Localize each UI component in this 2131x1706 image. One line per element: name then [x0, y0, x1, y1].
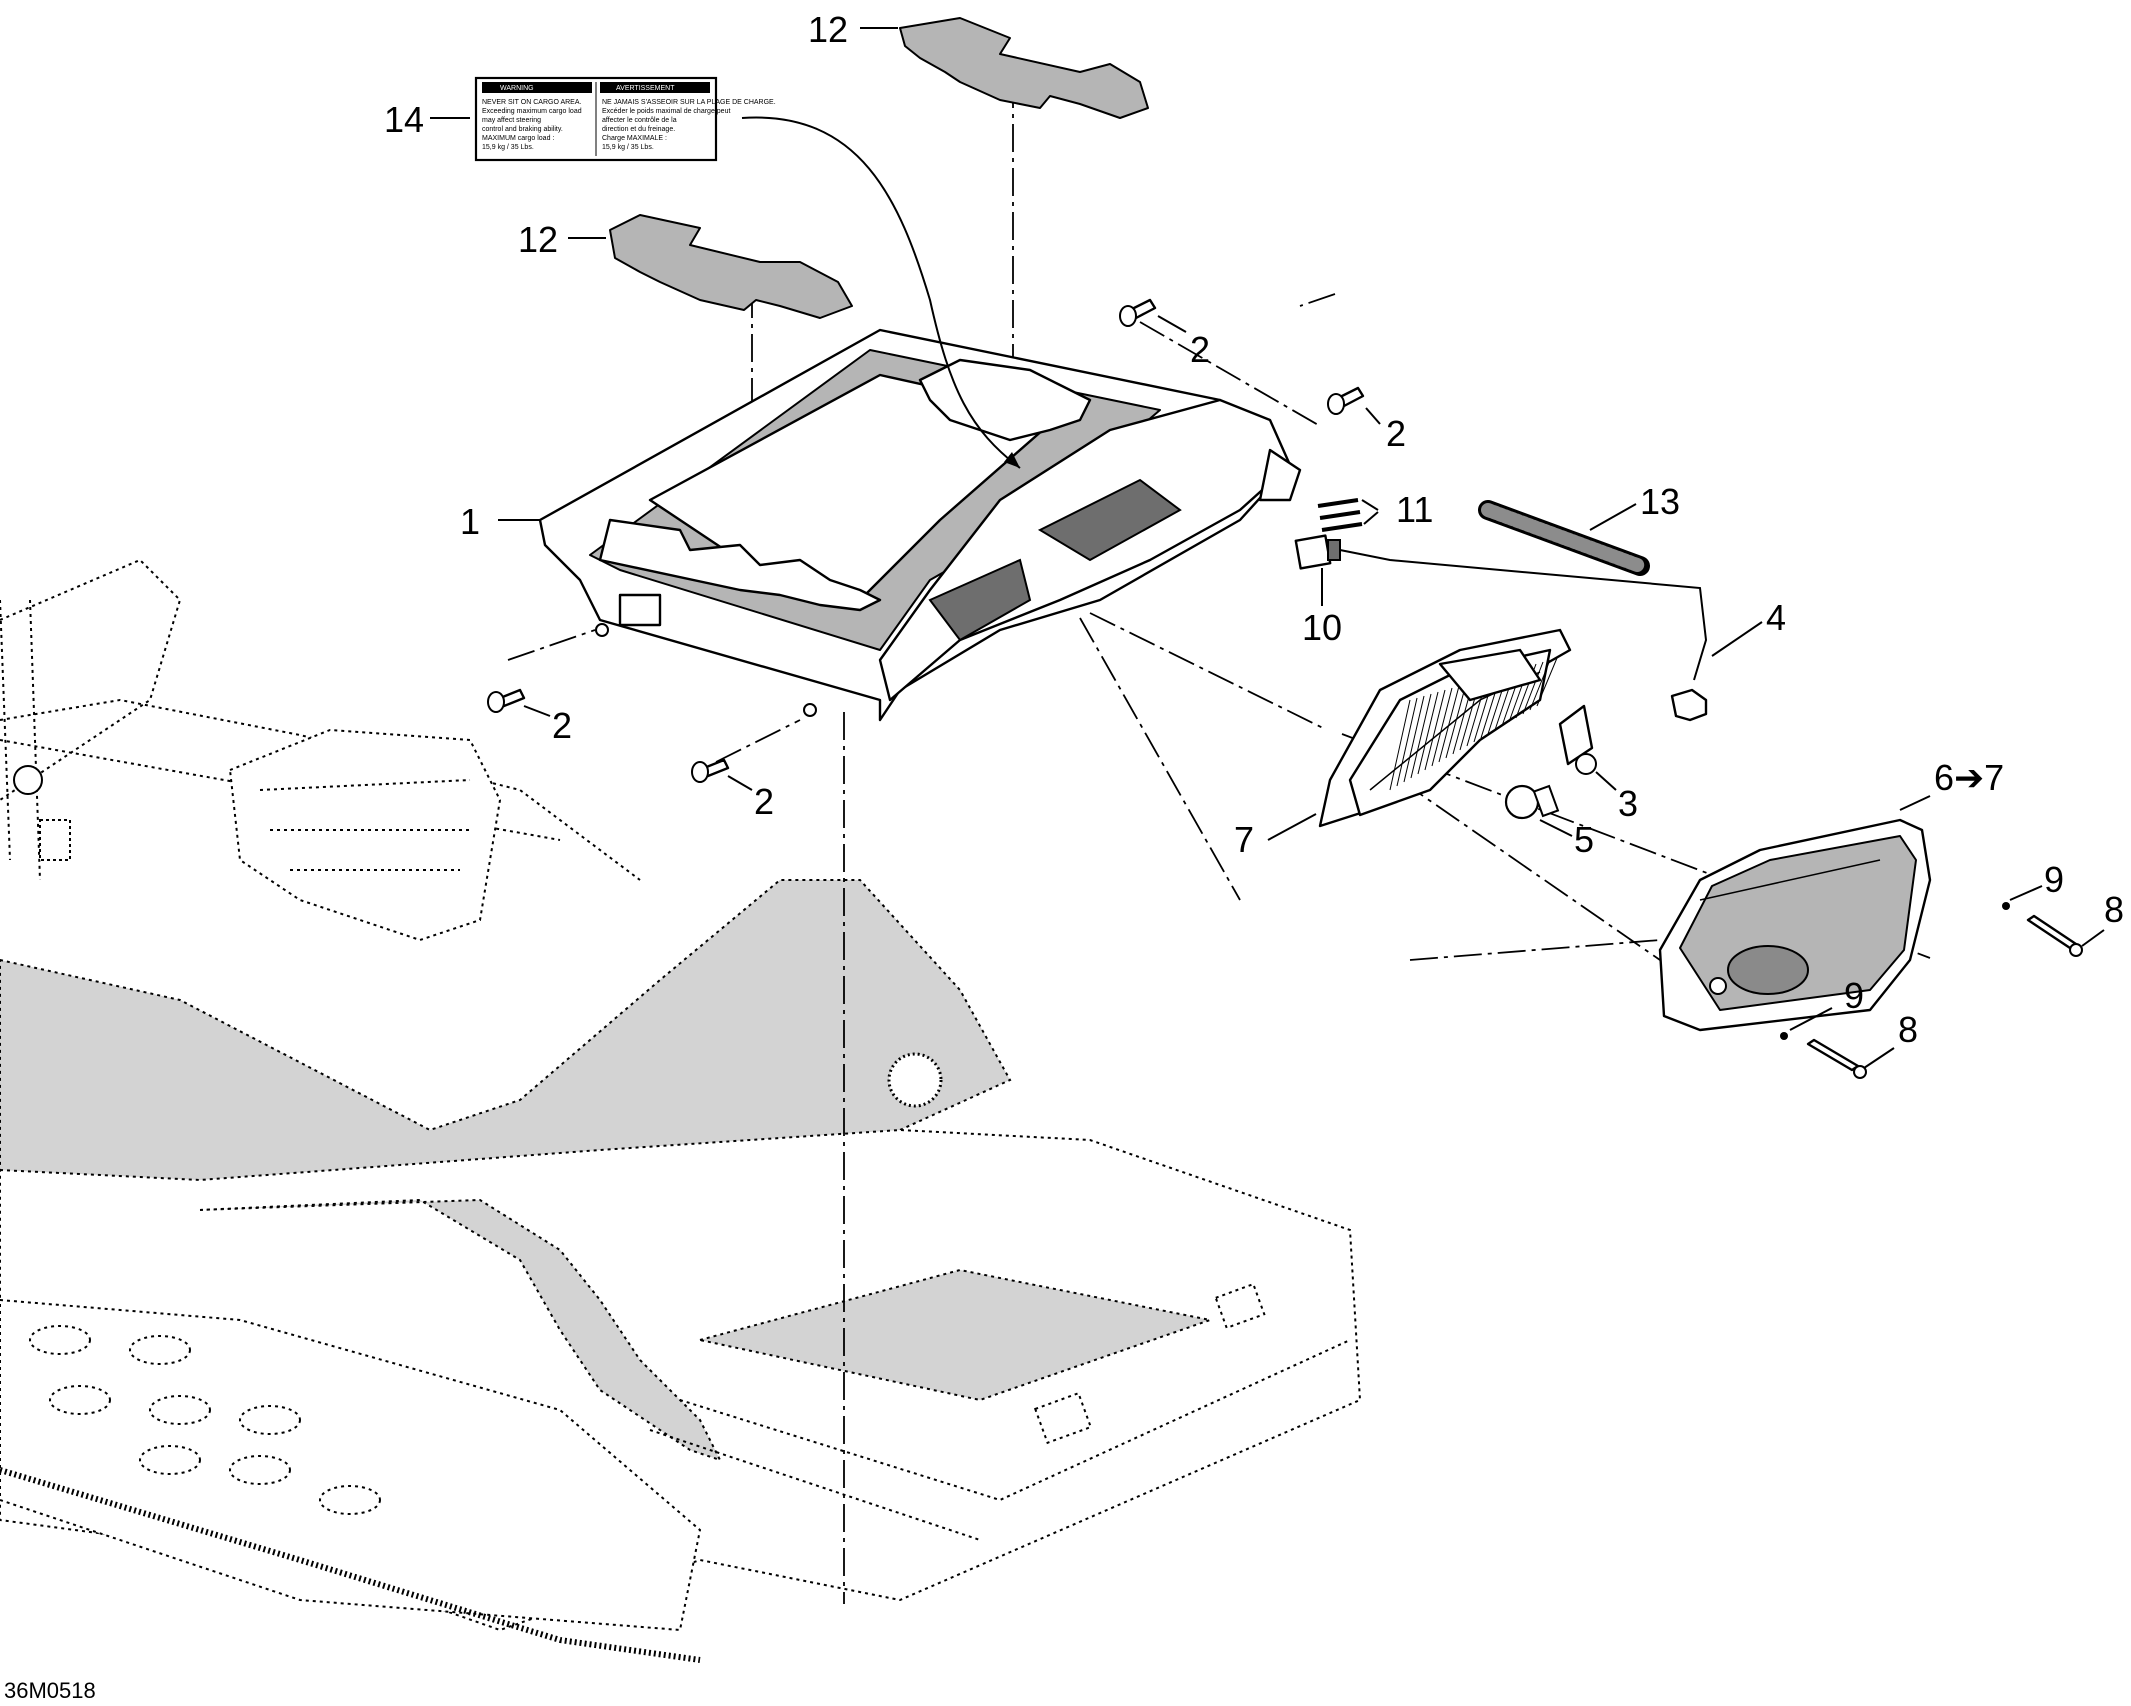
reflector-rib: [1417, 691, 1439, 775]
callout-7: 7: [1234, 819, 1254, 860]
taillight-housing: [1318, 628, 1572, 828]
reflector-rib: [1536, 657, 1558, 707]
reflector-rib: [1529, 659, 1551, 711]
reflector-rib: [1396, 697, 1418, 787]
reflector-rib: [1445, 683, 1467, 759]
callout-11: 11: [1396, 489, 1433, 530]
reflector-rib: [1410, 693, 1432, 779]
callout-9-lower: 9: [1844, 975, 1864, 1016]
warning-label-line: NEVER SIT ON CARGO AREA.: [482, 99, 582, 106]
warning-label-line: direction et du freinage.: [602, 126, 675, 133]
warning-label-line: 15,9 kg / 35 Lbs.: [482, 144, 534, 151]
callout-9-upper: 9: [2044, 859, 2064, 900]
callout-3: 3: [1618, 783, 1638, 824]
warning-label-text-left: NEVER SIT ON CARGO AREA. Exceeding maximu…: [482, 99, 582, 151]
screw-2-bottom: [691, 758, 730, 783]
reflector-rib: [1403, 695, 1425, 783]
pad-upper: [899, 17, 1149, 119]
screw-8-upper: [2026, 914, 2083, 957]
washer-9-upper: [2002, 902, 2010, 910]
figure-id: 36M0518: [4, 1678, 96, 1703]
reflector-rib: [1438, 685, 1460, 763]
callout-8-lower: 8: [1898, 1009, 1918, 1050]
warning-label-heading-left: WARNING: [500, 85, 534, 92]
callout-2-bottom: 2: [754, 781, 774, 822]
warning-label-line: Charge MAXIMALE :: [602, 135, 667, 142]
warning-label-line: 15,9 kg / 35 Lbs.: [602, 144, 654, 151]
screw-2-top: [1119, 298, 1157, 327]
reflector-rib: [1431, 687, 1453, 767]
warning-label-text-right: NE JAMAIS S'ASSEOIR SUR LA PLAGE DE CHAR…: [602, 99, 776, 151]
reflector-rib: [1424, 689, 1446, 771]
callout-8-upper: 8: [2104, 889, 2124, 930]
warning-label-heading-right: AVERTISSEMENT: [616, 85, 675, 92]
callout-4: 4: [1766, 597, 1786, 638]
reflector-rib: [1522, 661, 1544, 715]
callout-12-lower: 12: [518, 219, 558, 260]
callout-labels: 12 14 12 1 2 2 2 2 11 13 4 10 3 5 7 6➔7 …: [384, 9, 2124, 1050]
callout-2-top: 2: [1190, 329, 1210, 370]
callout-6-to-7: 6➔7: [1934, 757, 2004, 798]
screw-8-lower: [1806, 1038, 1867, 1079]
warning-label: WARNING AVERTISSEMENT NEVER SIT ON CARGO…: [474, 76, 776, 162]
reflector-rib: [1389, 699, 1411, 791]
callout-14: 14: [384, 99, 424, 140]
grommet: [1670, 688, 1708, 722]
callout-1: 1: [460, 501, 480, 542]
conduit: [1478, 500, 1650, 576]
label-placement-arrow: [741, 116, 1021, 469]
callout-2-right: 2: [1386, 413, 1406, 454]
terminals: [1317, 498, 1379, 532]
taillight-lens: [1658, 818, 1932, 1032]
screw-2-left: [487, 688, 526, 713]
warning-label-line: NE JAMAIS S'ASSEOIR SUR LA PLAGE DE CHAR…: [602, 99, 776, 106]
callout-5: 5: [1574, 819, 1594, 860]
callout-12-upper: 12: [808, 9, 848, 50]
bulb-clip: [1558, 704, 1597, 775]
bulb: [1504, 784, 1560, 820]
warning-label-line: control and braking ability.: [482, 126, 563, 133]
warning-label-line: Exceeding maximum cargo load: [482, 108, 582, 115]
warning-label-line: Excéder le poids maximal de charge peut: [602, 108, 730, 115]
callout-leaders: [430, 27, 2105, 1069]
warning-label-line: may affect steering: [482, 117, 541, 124]
washer-9-lower: [1780, 1032, 1788, 1040]
warning-label-line: affecter le contrôle de la: [602, 117, 677, 124]
warning-label-line: MAXIMUM cargo load :: [482, 135, 554, 142]
cargo-rack: [538, 328, 1302, 722]
callout-13: 13: [1640, 481, 1680, 522]
callout-2-left: 2: [552, 705, 572, 746]
callout-10: 10: [1302, 607, 1342, 648]
connector-harness: [1294, 534, 1708, 681]
pad-lower: [609, 214, 853, 319]
screw-2-right: [1327, 386, 1365, 415]
snowmobile-chassis: [0, 558, 1362, 1663]
